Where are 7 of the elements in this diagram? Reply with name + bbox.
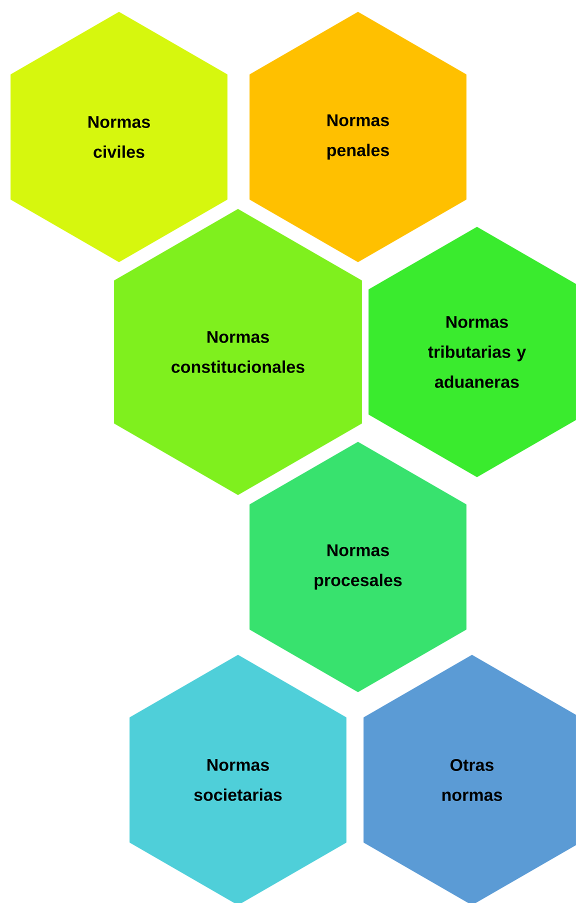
hexagon: Normas civiles — [10, 12, 228, 262]
hexagon: Normas tributarias y aduaneras — [368, 226, 576, 478]
hexagon: Normas societarias — [130, 654, 346, 903]
hexagon: Normas procesales — [250, 442, 466, 692]
hexagon: Normas constitucionales — [114, 208, 362, 496]
hexagon: Otras normas — [364, 654, 576, 903]
hexagon: Normas penales — [250, 12, 466, 262]
